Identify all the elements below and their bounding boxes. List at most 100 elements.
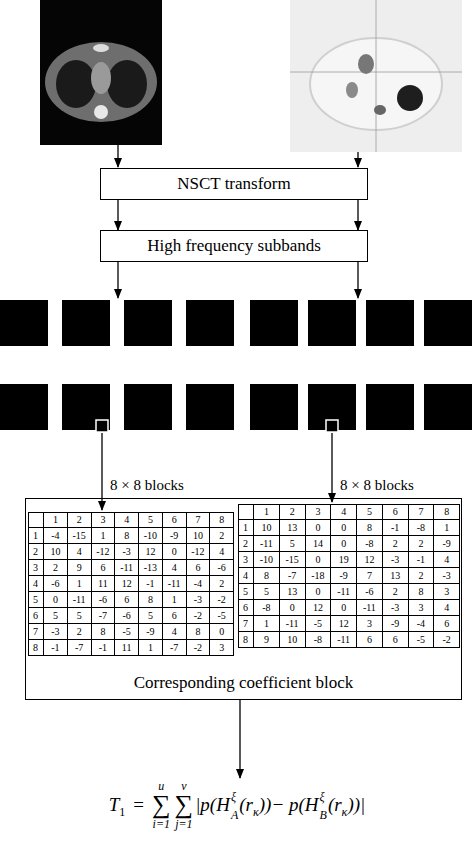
- table-cell: 1: [92, 528, 116, 544]
- cell-value: 4: [444, 554, 449, 565]
- cell-value: -18: [311, 570, 324, 581]
- cell-value: -9: [442, 538, 450, 549]
- table-cell: -5: [409, 632, 435, 648]
- cell-value: -8: [314, 634, 322, 645]
- cell-value: 2: [243, 538, 248, 549]
- cell-value: 13: [390, 570, 400, 581]
- table-cell: 8: [357, 520, 383, 536]
- cell-value: 4: [444, 602, 449, 613]
- ct-background: [40, 0, 162, 145]
- cell-value: -3: [51, 626, 59, 637]
- process-box: NSCT transform: [100, 168, 368, 200]
- table-cell: 2: [383, 536, 409, 552]
- table-cell: 8: [28, 640, 44, 656]
- cell-value: 6: [444, 618, 449, 629]
- cell-value: 19: [339, 554, 349, 565]
- table-cell: 4: [434, 600, 460, 616]
- ct-body: [45, 42, 157, 122]
- table-cell: -7: [92, 608, 116, 624]
- cell-value: 1: [264, 618, 269, 629]
- table-cell: -3: [383, 600, 409, 616]
- cell-value: 4: [77, 546, 82, 557]
- table-cell: 9: [254, 632, 280, 648]
- cell-value: 6: [393, 634, 398, 645]
- cell-value: -11: [73, 594, 86, 605]
- formula: T1=u∑i=1v∑j=1|p(HξA(rκ))− p(HξB(rκ))|: [0, 776, 474, 834]
- pet-uptake: [374, 105, 386, 115]
- table-cell: -4: [187, 576, 211, 592]
- table-cell: 1: [68, 576, 92, 592]
- cell-value: 2: [77, 626, 82, 637]
- table-cell: 12: [139, 544, 163, 560]
- table-cell: -1: [44, 640, 68, 656]
- subband-image: [250, 300, 298, 346]
- cell-value: 1: [172, 594, 177, 605]
- cell-value: 1: [100, 530, 105, 541]
- annotation-text: 8 × 8 blocks: [340, 477, 414, 494]
- table-cell: 1: [238, 520, 254, 536]
- table-cell: -9: [139, 624, 163, 640]
- table-cell: -13: [139, 560, 163, 576]
- subband-image: [308, 384, 356, 430]
- cell-value: 3: [33, 562, 38, 573]
- subband-image: [424, 300, 472, 346]
- cell-value: 10: [193, 530, 203, 541]
- table-cell: 8: [238, 632, 254, 648]
- cell-value: -3: [442, 570, 450, 581]
- table-cell: -6: [92, 592, 116, 608]
- cell-value: -1: [51, 642, 59, 653]
- cell-value: 2: [77, 514, 82, 525]
- formula-part: A: [231, 809, 238, 821]
- table-cell: -15: [280, 552, 306, 568]
- cell-value: 0: [315, 554, 320, 565]
- cell-value: -9: [391, 618, 399, 629]
- cell-value: -5: [314, 618, 322, 629]
- table-cell: 8: [210, 512, 234, 528]
- cell-value: 0: [53, 594, 58, 605]
- cell-value: 6: [172, 514, 177, 525]
- cell-value: -11: [286, 618, 299, 629]
- cell-value: -3: [391, 602, 399, 613]
- table-cell: 2: [383, 584, 409, 600]
- table-cell: -2: [434, 632, 460, 648]
- subband-image: [0, 384, 48, 430]
- pet-image: [290, 0, 462, 152]
- subband-image: [424, 384, 472, 430]
- table-cell: 19: [331, 552, 357, 568]
- table-cell: -3: [187, 592, 211, 608]
- cell-value: -1: [146, 578, 154, 589]
- table-cell: 4: [238, 568, 254, 584]
- cell-value: -9: [170, 530, 178, 541]
- cell-value: 4: [33, 578, 38, 589]
- pet-uptake: [358, 54, 374, 74]
- table-cell: 2: [28, 544, 44, 560]
- cell-value: 3: [219, 642, 224, 653]
- table-cell: -3: [383, 552, 409, 568]
- table-cell: -7: [68, 640, 92, 656]
- cell-value: 4: [172, 626, 177, 637]
- cell-value: 4: [124, 514, 129, 525]
- cell-value: -1: [99, 642, 107, 653]
- table-cell: 0: [44, 592, 68, 608]
- cell-value: 14: [313, 538, 323, 549]
- table-cell: 5: [280, 536, 306, 552]
- cell-value: 6: [100, 562, 105, 573]
- box-text: High frequency subbands: [147, 236, 321, 256]
- formula-part: κ: [342, 805, 348, 820]
- table-cell: -11: [280, 616, 306, 632]
- cell-value: -10: [144, 530, 157, 541]
- table-cell: 7: [409, 504, 435, 520]
- formula-part: |p(H: [195, 794, 230, 816]
- cell-value: 4: [172, 562, 177, 573]
- cell-value: 4: [243, 570, 248, 581]
- cell-value: 10: [287, 634, 297, 645]
- cell-value: 1: [243, 522, 248, 533]
- cell-value: 2: [418, 538, 423, 549]
- cell-value: -12: [96, 546, 109, 557]
- cell-value: -11: [260, 538, 273, 549]
- table-cell: 11: [92, 576, 116, 592]
- formula-part: ))− p(H: [259, 794, 319, 816]
- cell-value: 0: [219, 626, 224, 637]
- table-cell: 3: [28, 560, 44, 576]
- cell-value: 2: [393, 586, 398, 597]
